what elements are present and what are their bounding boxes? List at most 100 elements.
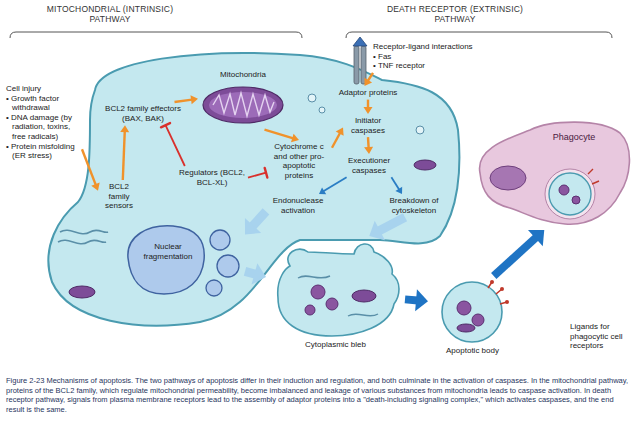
note-label: Ligands for phagocytic cell receptors [570,322,634,351]
inhibition-bar [161,123,170,127]
nucleus-node: Nuclear fragmentation [118,218,243,300]
node-label: Executioner caspases [341,156,397,175]
cause-list: Cell injury• Growth factor withdrawal• D… [6,84,80,161]
illustration-part [311,285,325,299]
arrow-shaft [323,177,346,191]
figure-caption: Figure 2-23 Mechanisms of apoptosis. The… [6,376,634,414]
node-label: Initiator caspases [345,116,391,135]
node-label: Apoptotic body [430,346,515,356]
note-label-box: Ligands for phagocytic cell receptors [570,322,634,351]
node-label: BCL2 family sensors [100,182,138,211]
pathway-heading: DEATH RECEPTOR (EXTRINSIC) PATHWAY [377,4,533,24]
illustration-part [353,37,367,46]
pathway-arrow [248,168,267,178]
illustration-part [442,282,502,342]
arrow-head [245,218,261,234]
illustration-part [490,280,494,284]
pathway-arrow [364,100,373,114]
node-detail: • DNA damage (by radiation, toxins, free… [6,113,80,142]
node-label: Cytochrome c and other pro-apoptotic pro… [268,142,330,180]
cell-node: Apoptotic body [430,278,515,356]
arrow-shaft [378,217,405,231]
pathway-arrow [494,230,545,276]
arrow-head [336,128,344,136]
pathway-bracket [346,32,612,38]
cell-node: Cytoplasmic bleb [268,238,403,350]
arrow-shaft [252,211,266,227]
phago-illustration [470,118,635,228]
arrow-head [120,125,129,132]
arrow-shaft [248,173,266,178]
node-label: Cell injury [6,84,80,94]
node-label: Regulators (BCL2, BCL-XL) [178,168,246,187]
node-label: Receptor-ligand interactions [373,42,498,52]
text-holder: Nuclear fragmentation [136,242,200,261]
node-detail: • Protein misfolding (ER stress) [6,142,80,161]
illustration-part [308,94,316,102]
pathway-arrow [120,125,129,180]
arrow-head [91,182,99,190]
arrow-head [365,78,373,86]
illustration-part [572,196,580,204]
illustration-part [319,107,325,113]
pathway-heading-box: MITOCHONDRIAL (INTRINSIC) PATHWAY [35,4,185,24]
illustration-part [545,169,595,219]
arrow-head [395,187,402,194]
arrow-head [190,95,198,104]
pathway-step: Breakdown of cytoskeleton [384,196,444,215]
illustration-part [217,255,239,277]
illustration-part [213,93,274,116]
pathway-arrow [365,73,374,86]
node-label: Cytoplasmic bleb [268,340,403,350]
arrow-shaft [265,130,294,139]
pathway-arrow [332,128,344,148]
pathway-arrow [245,211,266,234]
arrow-head [415,289,428,311]
node-label: Phagocyte [532,132,616,143]
phagocyte-node: Phagocyte [470,118,635,228]
illustration-part [354,46,359,84]
pathway-step: Cytochrome c and other pro-apoptotic pro… [268,142,330,180]
illustration-part [128,226,204,294]
pathway-arrow [391,177,402,194]
arrow-shaft [367,100,369,108]
arrow-shaft [166,125,185,166]
arrow-head [319,187,326,194]
pathway-arrow [161,123,185,166]
pathway-step: Initiator caspases [345,116,391,135]
illustration-part [505,300,509,304]
arrow-shaft [494,237,537,276]
illustration-part [488,282,507,304]
arrow-head [252,263,266,284]
inhibition-bar [265,168,268,178]
illustration-part [352,290,376,302]
arrow-head [369,221,385,240]
text-holder: Phagocyte [532,132,616,143]
illustration-part [414,160,436,170]
illustration-part [58,240,106,244]
illustration-part [457,301,471,315]
node-detail: • Growth factor withdrawal [6,94,80,113]
receptor-symbol [353,37,367,84]
receptor-list: Receptor-ligand interactions• Fas• TNF r… [373,42,498,71]
illustration-part [203,87,283,123]
arrow-shaft [82,149,96,185]
illustration-part [490,166,526,190]
pathway-arrow [82,149,100,190]
illustration-part [298,276,378,316]
pathway-step: BCL2 family sensors [100,182,138,211]
arrow-head [528,230,544,246]
pathway-bracket [10,32,302,38]
illustration-part [209,92,277,118]
illustration-part [206,280,222,296]
arrow-head [364,147,373,154]
illustration-part [69,286,95,298]
pathway-heading: MITOCHONDRIAL (INTRINSIC) PATHWAY [35,4,185,24]
arrow-shaft [391,177,399,189]
illustration-part [278,244,399,336]
pathway-step: Adaptor proteins [333,88,403,98]
illustration-part [559,185,569,195]
pathway-arrow [265,130,300,143]
arrow-shaft [367,137,370,148]
pathway-step: BCL2 family effectors (BAX, BAK) [98,104,188,123]
